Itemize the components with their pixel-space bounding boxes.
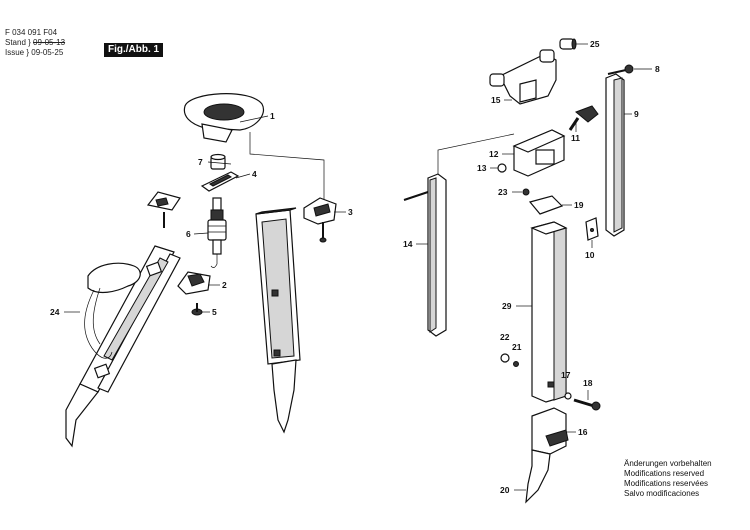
- part-label-7: 7: [198, 157, 203, 167]
- part-label-25: 25: [590, 39, 600, 49]
- part-20-spike: [525, 449, 551, 504]
- part-4-slotted-plate: [200, 171, 240, 192]
- part-label-29: 29: [502, 301, 512, 311]
- part-13-nut: [497, 163, 507, 173]
- part-8-screw: [607, 64, 634, 75]
- issue-date: 09-05-25: [31, 48, 64, 57]
- part-21-washer: [513, 361, 519, 367]
- part-2-bracket: [177, 271, 211, 295]
- part-14-left-rail: [403, 173, 447, 337]
- part-label-19: 19: [574, 200, 584, 210]
- note-fr: Modifications reservées: [624, 479, 709, 488]
- part-12-housing: [512, 129, 566, 177]
- stand-row: Stand } 09-05-13: [5, 38, 65, 48]
- part-label-10: 10: [585, 250, 595, 260]
- note-de: Änderungen vorbehalten: [624, 459, 712, 468]
- note-en: Modifications reserved: [624, 469, 705, 478]
- part-label-2: 2: [222, 280, 227, 290]
- part-label-6: 6: [186, 229, 191, 239]
- part-18-bolt: [573, 398, 601, 411]
- part-25-pin: [559, 38, 577, 50]
- part-15-top-connector: [489, 49, 557, 105]
- part-label-20: 20: [500, 485, 510, 495]
- part-29-main-tube: [530, 221, 568, 403]
- part-10-small-plate: [585, 217, 599, 241]
- part-label-8: 8: [655, 64, 660, 74]
- part-label-23: 23: [498, 187, 508, 197]
- part-label-24: 24: [50, 307, 60, 317]
- part-label-4: 4: [252, 169, 257, 179]
- part-19-cap: [528, 195, 564, 215]
- brace-glyph: }: [24, 48, 32, 57]
- part-1-cap: [183, 93, 264, 143]
- part-label-1: 1: [270, 111, 275, 121]
- part-label-22: 22: [500, 332, 510, 342]
- leader-lines: [64, 43, 652, 491]
- stand-date: 09-05-13: [33, 38, 66, 47]
- document-header: F 034 091 F04 Stand } 09-05-13 Issue } 0…: [5, 28, 65, 58]
- part-label-16: 16: [578, 427, 588, 437]
- part-6-spindle: [207, 197, 227, 268]
- part-labels: 1 2 3 4 5 6 7 8 9 10 11 12 13 14 15 16 1…: [50, 39, 660, 495]
- part-3-clamp: [303, 197, 337, 243]
- central-leg: [255, 207, 301, 434]
- part-label-13: 13: [477, 163, 487, 173]
- part-label-14: 14: [403, 239, 413, 249]
- part-5-screw: [191, 303, 203, 316]
- part-22-nut: [500, 353, 510, 363]
- part-16-foot: [531, 407, 569, 455]
- part-23-screw: [522, 188, 530, 196]
- issue-row: Issue } 09-05-25: [5, 48, 65, 58]
- part-17-washer: [564, 392, 572, 400]
- modification-notes: Änderungen vorbehalten Modifications res…: [624, 459, 712, 499]
- part-24-leg-assembly: [65, 245, 181, 448]
- brace-glyph: }: [25, 38, 34, 47]
- part-label-5: 5: [212, 307, 217, 317]
- part-label-9: 9: [634, 109, 639, 119]
- part-label-11: 11: [571, 133, 580, 143]
- stand-label: Stand: [5, 38, 26, 47]
- part-7-cylinder: [210, 153, 226, 170]
- part-label-3: 3: [348, 207, 353, 217]
- upper-left-clip: [146, 191, 181, 228]
- part-11-knob: [568, 105, 599, 131]
- part-label-12: 12: [489, 149, 499, 159]
- part-9-right-rail: [605, 73, 625, 237]
- issue-label: Issue: [5, 48, 25, 57]
- part-label-21: 21: [512, 342, 522, 352]
- part-label-15: 15: [491, 95, 501, 105]
- part-label-18: 18: [583, 378, 593, 388]
- document-number: F 034 091 F04: [5, 28, 58, 37]
- figure-label: Fig./Abb. 1: [104, 43, 164, 57]
- part-label-17: 17: [561, 370, 571, 380]
- note-es: Salvo modificaciones: [624, 489, 700, 498]
